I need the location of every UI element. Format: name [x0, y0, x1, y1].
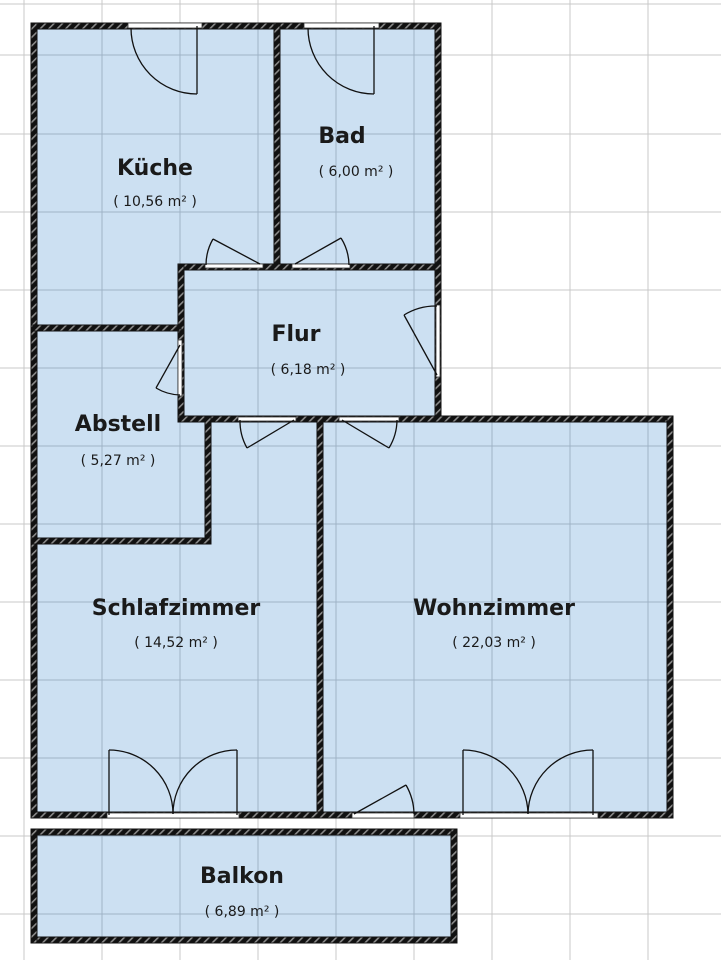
- door-flur-wohnzimmer: [338, 416, 400, 449]
- room-abstell[interactable]: Abstell ( 5,27 m² ): [75, 412, 161, 469]
- room-area-flur: ( 6,18 m² ): [271, 362, 346, 378]
- room-area-kueche: ( 10,56 m² ): [113, 194, 197, 210]
- door-kueche-entry: [127, 22, 203, 95]
- room-wohnzimmer[interactable]: Wohnzimmer ( 22,03 m² ): [413, 596, 575, 651]
- room-name-schlafzimmer: Schlafzimmer: [92, 596, 261, 621]
- walls: [30, 22, 674, 944]
- room-name-abstell: Abstell: [75, 412, 161, 437]
- room-area-abstell: ( 5,27 m² ): [81, 453, 156, 469]
- room-labels: Küche ( 10,56 m² ) Bad ( 6,00 m² ) Flur …: [75, 124, 575, 920]
- door-bad-entry: [303, 22, 380, 95]
- room-area-balkon: ( 6,89 m² ): [205, 904, 280, 920]
- room-bad[interactable]: Bad ( 6,00 m² ): [318, 124, 393, 180]
- room-area-bad: ( 6,00 m² ): [319, 164, 394, 180]
- room-area-wohnzimmer: ( 22,03 m² ): [452, 635, 536, 651]
- door-kueche-flur: [204, 238, 264, 269]
- room-balkon[interactable]: Balkon ( 6,89 m² ): [200, 864, 284, 920]
- room-name-flur: Flur: [271, 322, 320, 347]
- door-flur-schlafzimmer: [237, 416, 297, 449]
- room-flur[interactable]: Flur ( 6,18 m² ): [271, 322, 346, 378]
- room-kueche[interactable]: Küche ( 10,56 m² ): [113, 156, 197, 210]
- doors: [106, 22, 599, 819]
- room-area-schlafzimmer: ( 14,52 m² ): [134, 635, 218, 651]
- door-flur-abstell: [155, 339, 183, 397]
- door-schlafzimmer-balkon: [106, 749, 240, 819]
- door-flur-entrance: [403, 304, 441, 378]
- door-bad-flur: [291, 237, 351, 269]
- room-name-bad: Bad: [318, 124, 365, 149]
- room-name-kueche: Küche: [117, 156, 193, 181]
- door-wohnzimmer-terrace: [459, 749, 599, 819]
- room-schlafzimmer[interactable]: Schlafzimmer ( 14,52 m² ): [92, 596, 261, 651]
- door-wohnzimmer-balkon: [351, 784, 415, 819]
- room-name-wohnzimmer: Wohnzimmer: [413, 596, 575, 621]
- room-name-balkon: Balkon: [200, 864, 284, 889]
